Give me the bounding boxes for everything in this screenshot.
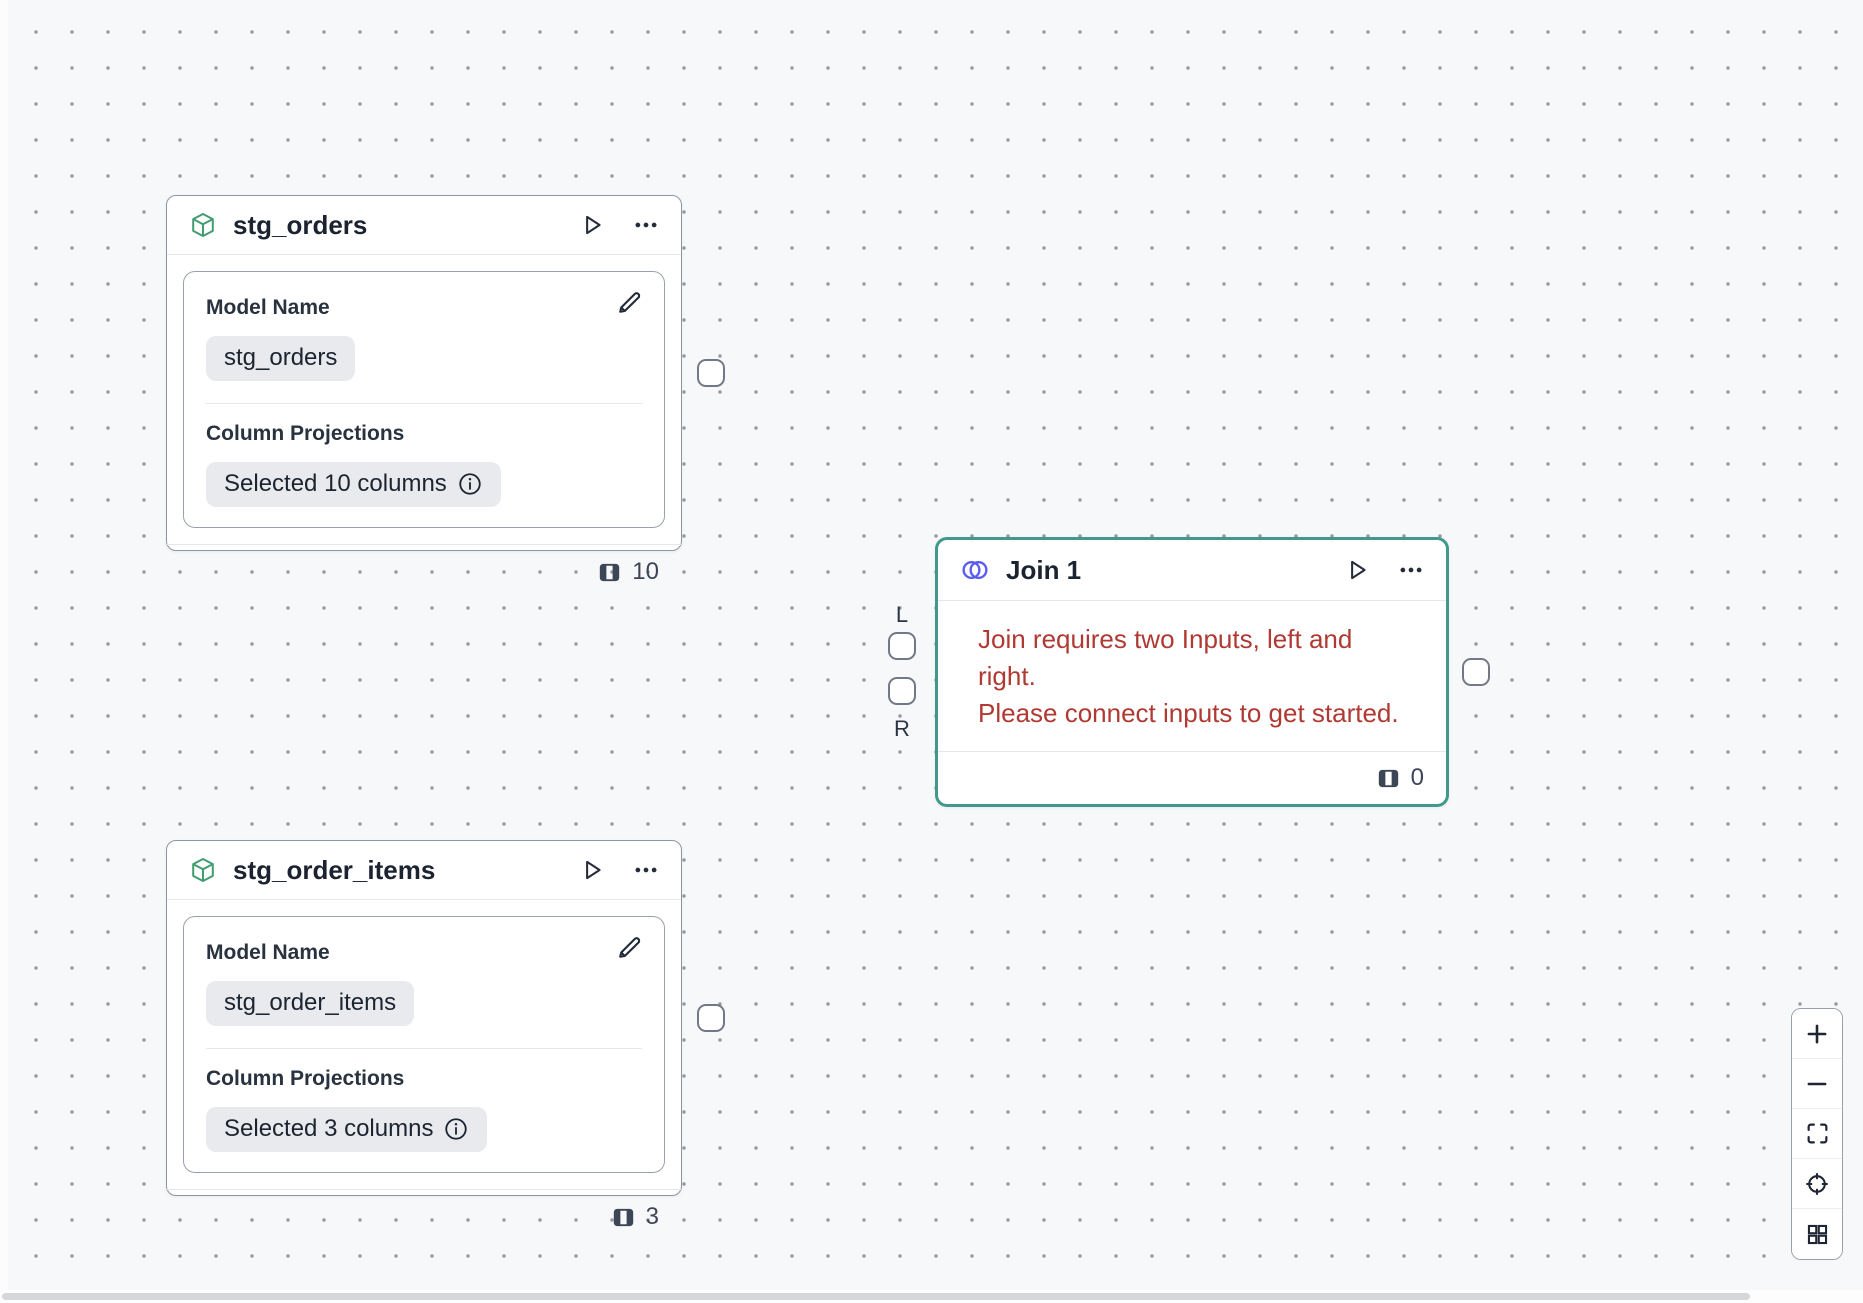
node-join-1[interactable]: Join 1 Join requires two Inputs, left an… (888, 537, 1490, 807)
edit-pencil-icon[interactable] (614, 288, 644, 318)
right-input-port[interactable] (888, 677, 916, 705)
node-footer: 0 (938, 751, 1446, 804)
run-node-button[interactable] (579, 212, 605, 238)
output-port[interactable] (697, 1004, 725, 1032)
horizontal-scrollbar[interactable] (0, 1290, 1863, 1303)
column-projections-label: Column Projections (206, 1066, 405, 1090)
run-node-button[interactable] (579, 857, 605, 883)
columns-icon (597, 560, 622, 585)
output-port[interactable] (1462, 658, 1490, 686)
left-input-label: L (895, 602, 909, 627)
model-name-chip: stg_order_items (206, 981, 415, 1026)
output-port[interactable] (697, 359, 725, 387)
node-config-card: Model Name stg_orders Column Projections… (183, 271, 665, 528)
scrollbar-thumb[interactable] (2, 1293, 1750, 1300)
column-count: 0 (1410, 764, 1424, 791)
fit-view-button[interactable] (1792, 1109, 1842, 1159)
columns-icon (611, 1205, 636, 1230)
divider (206, 1047, 642, 1049)
column-count: 3 (645, 1203, 659, 1231)
edit-pencil-icon[interactable] (614, 933, 644, 963)
locate-crosshair-button[interactable] (1792, 1159, 1842, 1209)
node-header: stg_orders (167, 196, 681, 255)
right-input-label: R (894, 716, 910, 741)
zoom-out-button[interactable] (1792, 1059, 1842, 1109)
node-menu-button[interactable] (633, 212, 659, 238)
node-title: stg_orders (233, 209, 368, 240)
columns-icon (1376, 766, 1401, 791)
left-input-port[interactable] (888, 632, 916, 660)
join-venn-icon (960, 555, 990, 585)
node-stg-order-items[interactable]: stg_order_items Model Name (166, 840, 725, 1230)
left-gutter (0, 0, 8, 1290)
node-menu-button[interactable] (1398, 557, 1424, 583)
node-header: Join 1 (938, 540, 1446, 601)
node-config-card: Model Name stg_order_items Column Projec… (183, 916, 665, 1173)
node-header: stg_order_items (167, 841, 681, 900)
info-icon[interactable] (457, 471, 483, 497)
canvas-controls (1791, 1008, 1843, 1260)
node-footer: 3 (167, 1188, 681, 1245)
node-menu-button[interactable] (633, 857, 659, 883)
divider (206, 402, 642, 404)
zoom-in-button[interactable] (1792, 1009, 1842, 1059)
node-title: stg_order_items (233, 854, 436, 885)
model-cube-icon (189, 211, 217, 239)
column-projections-label: Column Projections (206, 421, 405, 445)
model-name-chip: stg_orders (206, 336, 356, 381)
layout-grid-button[interactable] (1792, 1209, 1842, 1259)
column-projections-chip[interactable]: Selected 10 columns (206, 461, 501, 507)
column-projections-chip[interactable]: Selected 3 columns (206, 1106, 488, 1152)
column-count: 10 (632, 558, 659, 586)
info-icon[interactable] (443, 1116, 469, 1142)
join-error-message: Join requires two Inputs, left and right… (978, 623, 1399, 728)
model-cube-icon (189, 856, 217, 884)
node-footer: 10 (167, 543, 681, 600)
model-name-label: Model Name (206, 296, 330, 319)
node-stg-orders[interactable]: stg_orders Model Name (166, 195, 725, 585)
run-node-button[interactable] (1344, 557, 1370, 583)
node-title: Join 1 (1006, 554, 1082, 585)
model-name-label: Model Name (206, 941, 330, 964)
